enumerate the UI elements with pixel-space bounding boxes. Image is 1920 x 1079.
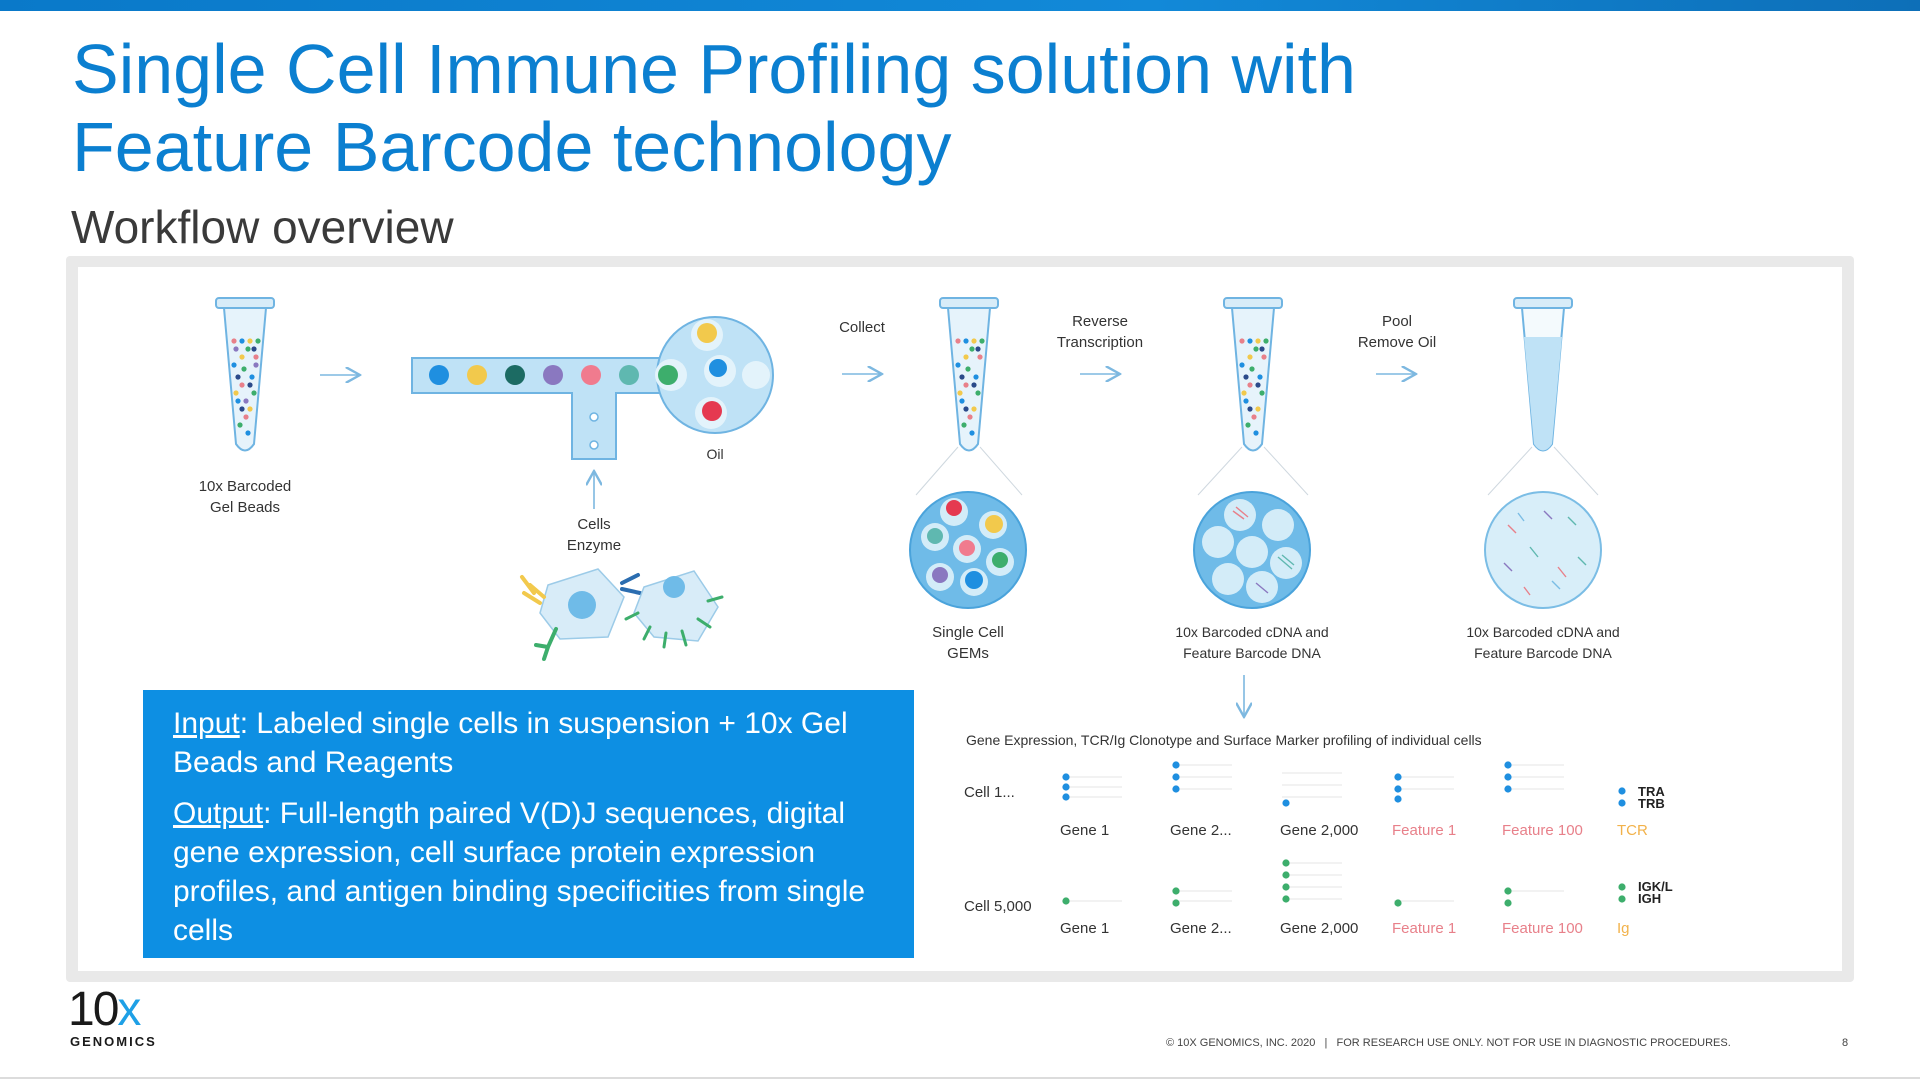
gel-bead-tube-icon <box>215 297 275 452</box>
row1-gene2: Gene 2... <box>1170 822 1232 839</box>
row1-tcr: TCR <box>1617 822 1648 839</box>
profiling-title: Gene Expression, TCR/Ig Clonotype and Su… <box>966 732 1482 748</box>
top-accent-bar <box>0 0 1920 11</box>
cell5000-expression-dots <box>1062 859 1626 907</box>
row2-ig: Ig <box>1617 920 1630 937</box>
output-text: : Full-length paired V(D)J sequences, di… <box>173 797 866 947</box>
cdna-label-1: 10x Barcoded cDNA and <box>1175 624 1328 640</box>
labeled-cell-icon <box>624 570 724 649</box>
slide-subtitle: Workflow overview <box>71 201 454 253</box>
bottom-divider <box>0 1077 1920 1079</box>
rt-label-1: Reverse <box>1072 313 1128 330</box>
row2-gene1: Gene 1 <box>1060 920 1109 937</box>
cell-label-1: Cell 1... <box>964 784 1015 801</box>
input-label: Input <box>173 707 240 740</box>
gel-beads-label-2: Gel Beads <box>210 499 280 516</box>
microfluidic-chip-icon <box>411 316 774 460</box>
input-text: : Labeled single cells in suspension + 1… <box>173 707 848 779</box>
gems-magnified-icon <box>909 491 1027 609</box>
row1-feature100: Feature 100 <box>1502 822 1583 839</box>
gems-label-1: Single Cell <box>932 624 1004 641</box>
input-paragraph: Input: Labeled single cells in suspensio… <box>173 704 888 782</box>
row1-gene2000: Gene 2,000 <box>1280 822 1358 839</box>
row2-gene2: Gene 2... <box>1170 920 1232 937</box>
logo-subtext: GENOMICS <box>70 1034 157 1049</box>
cdna-label-2: Feature Barcode DNA <box>1183 645 1321 661</box>
title-line-2: Feature Barcode technology <box>72 108 952 186</box>
expression-rows <box>1062 764 1564 902</box>
labeled-cell-icon <box>520 568 642 661</box>
page-number: 8 <box>1842 1037 1849 1049</box>
igh-label: IGH <box>1638 891 1661 906</box>
row2-feature1: Feature 1 <box>1392 920 1456 937</box>
cdna-magnified-icon <box>1193 491 1311 609</box>
row1-gene1: Gene 1 <box>1060 822 1109 839</box>
pooled-tube-icon <box>1513 297 1573 452</box>
10x-genomics-logo: 10x GENOMICS <box>68 982 178 1052</box>
row2-feature100: Feature 100 <box>1502 920 1583 937</box>
gems-label-2: GEMs <box>947 645 989 662</box>
workflow-diagram: 10x Barcoded Gel Beads Oil Cells Enzyme <box>199 297 1673 937</box>
cdna-pool-label-2: Feature Barcode DNA <box>1474 645 1612 661</box>
logo-wordmark: 10x <box>68 983 141 1036</box>
row1-feature1: Feature 1 <box>1392 822 1456 839</box>
tra-label: TRA <box>1638 784 1665 799</box>
output-paragraph: Output: Full-length paired V(D)J sequenc… <box>173 794 888 950</box>
slide-title: Single Cell Immune Profiling solution wi… <box>72 30 1572 186</box>
pooled-magnified-icon <box>1484 491 1602 609</box>
rt-label-2: Transcription <box>1057 334 1143 351</box>
output-label: Output <box>173 797 264 830</box>
cdna-pool-label-1: 10x Barcoded cDNA and <box>1466 624 1619 640</box>
row2-gene2000: Gene 2,000 <box>1280 920 1358 937</box>
gel-beads-label-1: 10x Barcoded <box>199 478 292 495</box>
cells-label-2: Enzyme <box>567 537 621 554</box>
collect-label: Collect <box>839 319 886 336</box>
pool-label-2: Remove Oil <box>1358 334 1436 351</box>
cell-label-5000: Cell 5,000 <box>964 898 1032 915</box>
oil-label: Oil <box>706 446 723 462</box>
cdna-tube-icon <box>1223 297 1283 452</box>
cells-label-1: Cells <box>577 516 610 533</box>
title-line-1: Single Cell Immune Profiling solution wi… <box>72 30 1356 108</box>
cell1-expression-dots <box>1062 761 1626 807</box>
gem-tube-icon <box>939 297 999 452</box>
input-output-box: Input: Labeled single cells in suspensio… <box>143 690 914 958</box>
trb-label: TRB <box>1638 796 1665 811</box>
pool-label-1: Pool <box>1382 313 1412 330</box>
footer-disclaimer: © 10X GENOMICS, INC. 2020 | FOR RESEARCH… <box>1166 1037 1731 1049</box>
igkl-label: IGK/L <box>1638 879 1673 894</box>
